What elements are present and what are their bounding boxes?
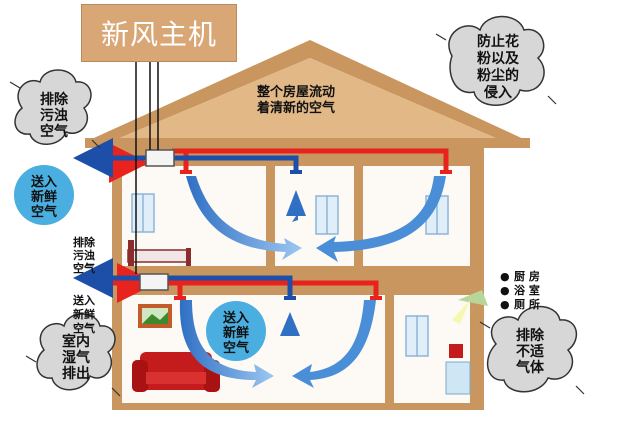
room-list-bullet-3: ● [500,298,510,311]
diagram-title: 新风主机 [100,18,217,51]
room-list-item-2: 浴 室 [514,283,540,297]
bottom-right-cloud-text: 排除 不适 气体 [515,327,545,376]
top-left-cloud-line-2: 污浊 [40,107,68,124]
top-right-cloud-line-1: 防止花 [477,33,519,50]
mid-left-supply-line-2: 新鲜 [73,307,95,321]
center-circle-line-3: 空气 [223,340,249,356]
left-circle-line-3: 空气 [31,204,57,220]
bottom-right-cloud-line-2: 不适 [516,343,544,360]
room-list-item-3: 厕 所 [514,297,540,311]
room-list: ● 厨 房 ● 浴 室 ● 厕 所 [500,269,540,311]
mid-left-exhaust-line-2: 污浊 [73,248,95,262]
house-body [112,148,484,410]
title-box: 新风主机 [81,4,237,62]
mid-left-supply-line-1: 送入 [72,293,95,307]
center-circle-line-1: 送入 [222,310,249,326]
bottom-left-cloud-line-1: 室内 [62,333,90,350]
roof-text-line-1: 整个房屋流动 [256,84,335,100]
bed [127,240,191,266]
airflow-arrows-lower [179,300,376,388]
top-right-cloud-text: 防止花 粉以及 粉尘的 侵入 [477,33,520,101]
roof [85,40,530,148]
left-bubble [14,165,74,225]
exhaust-ducts [73,138,299,298]
room-list-bullet-2: ● [500,284,510,297]
top-right-cloud-line-2: 粉以及 [477,50,520,67]
left-circle-line-2: 新鲜 [31,189,57,205]
airflow-arrows-upper [186,176,446,262]
picture-frame [138,304,172,328]
windows [131,193,449,357]
mid-left-supply-line-3: 空气 [73,321,95,335]
room-list-bullet-1: ● [500,270,510,283]
ventilator-units [135,62,175,291]
center-bubble [206,301,266,361]
roof-text-line-2: 着清新的空气 [256,100,335,116]
mid-left-exhaust-text: 排除 污浊 空气 [73,235,96,275]
mid-left-supply-text: 送入 新鲜 空气 [72,293,95,335]
bottom-left-cloud [36,313,116,391]
top-right-cloud [448,15,545,106]
room-list-item-1: 厨 房 [514,269,540,283]
cloud-ticks [9,33,585,397]
bottom-left-cloud-line-2: 湿气 [62,349,90,366]
sofa [132,352,220,392]
roof-text: 整个房屋流动 着清新的空气 [256,84,335,116]
left-circle-line-1: 送入 [30,174,57,190]
stove [445,290,488,395]
top-left-cloud-line-1: 排除 [40,91,69,108]
center-circle-text: 送入 新鲜 空气 [222,310,249,356]
top-right-cloud-line-4: 侵入 [483,84,512,101]
mid-left-exhaust-line-3: 空气 [73,261,95,275]
bottom-left-cloud-line-3: 排出 [62,365,90,382]
bottom-right-cloud-line-3: 气体 [515,359,545,376]
bottom-right-cloud-line-1: 排除 [516,327,545,344]
vent-markers [174,170,452,300]
top-right-cloud-line-3: 粉尘的 [477,67,519,84]
top-left-cloud-line-3: 空气 [40,123,68,140]
center-circle-line-2: 新鲜 [223,325,249,341]
top-left-cloud-text: 排除 污浊 空气 [40,91,69,140]
mid-left-exhaust-line-1: 排除 [73,235,96,249]
left-circle-text: 送入 新鲜 空气 [30,174,57,220]
bottom-left-cloud-text: 室内 湿气 排出 [62,333,90,382]
top-left-cloud [14,69,92,145]
bottom-right-cloud [486,305,578,393]
